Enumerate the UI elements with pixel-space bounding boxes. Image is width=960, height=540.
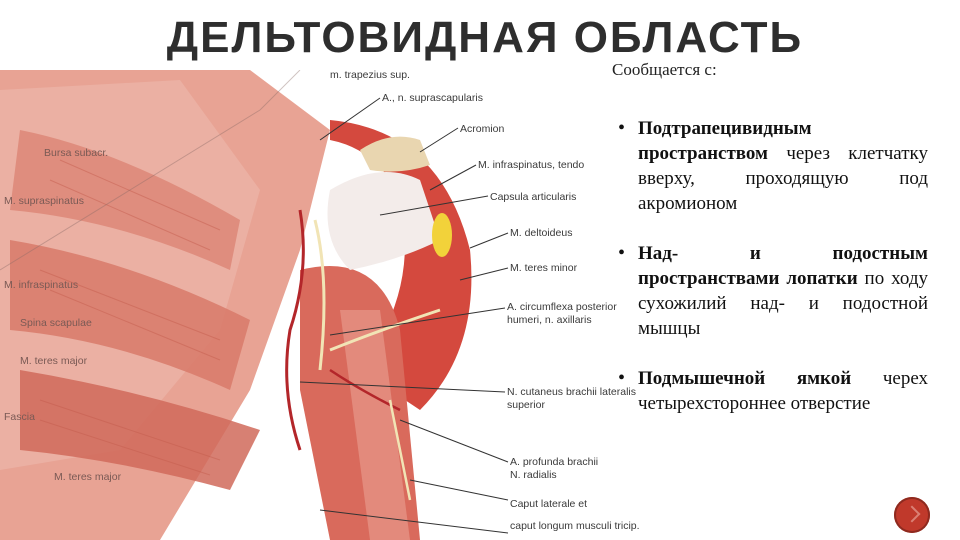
label-left-4: Spina scapulae bbox=[20, 317, 92, 329]
artery bbox=[285, 209, 305, 451]
label-capsula: Capsula articularis bbox=[490, 191, 576, 203]
subtitle: Сообщается с: bbox=[612, 60, 717, 79]
label-left-1: Bursa subacr. bbox=[44, 147, 108, 159]
bullet-lead: Подтрапецивидным пространством bbox=[638, 118, 812, 164]
label-left-5: M. teres major bbox=[20, 355, 88, 367]
label-circumflexa: A. circumflexa posterior bbox=[507, 301, 617, 313]
label-radialis: N. radialis bbox=[510, 469, 557, 481]
label-superior: superior bbox=[507, 399, 545, 411]
label-caput-longum: caput longum musculi tricip. bbox=[510, 520, 640, 532]
fat-pad bbox=[432, 213, 452, 257]
infraspinatus-muscle bbox=[10, 240, 250, 390]
label-left-3: M. infraspinatus bbox=[4, 279, 78, 291]
bullet-lead: Над- и подостным пространствами лопатки bbox=[638, 243, 928, 289]
bullet-list: Подтрапецивидным пространством через кле… bbox=[618, 116, 928, 441]
bullet-rest: по ходу сухожилий над- и подостной мышцы bbox=[638, 268, 928, 339]
label-infraspinatus-tendo: M. infraspinatus, tendo bbox=[478, 159, 584, 171]
label-humeri: humeri, n. axillaris bbox=[507, 314, 592, 326]
label-left-7: M. teres major bbox=[54, 471, 122, 483]
label-top-cut: m. trapezius sup. bbox=[330, 70, 410, 81]
label-left-2: M. supraspinatus bbox=[4, 195, 84, 207]
label-suprascapularis: A., n. suprascapularis bbox=[382, 92, 483, 104]
label-caput-laterale: Caput laterale et bbox=[510, 498, 587, 510]
label-acromion: Acromion bbox=[460, 123, 505, 135]
nerve bbox=[313, 219, 326, 371]
label-cutaneus: N. cutaneus brachii lateralis bbox=[507, 386, 636, 398]
anatomy-illustration: m. trapezius sup. A., n. suprascapularis… bbox=[0, 70, 640, 540]
slide-title: ДЕЛЬТОВИДНАЯ ОБЛАСТЬ bbox=[166, 13, 804, 62]
bullet-lead: Подмышечной ямкой bbox=[638, 368, 852, 389]
label-left-6: Fascia bbox=[4, 411, 35, 423]
bullet-item: Подмышечной ямкой черех четырехстороннее… bbox=[618, 366, 928, 416]
next-slide-button[interactable] bbox=[894, 497, 930, 533]
deltoid-muscle bbox=[330, 120, 472, 410]
deltoid-region-drawing: m. trapezius sup. A., n. suprascapularis… bbox=[0, 70, 640, 540]
bullet-item: Над- и подостным пространствами лопатки … bbox=[618, 241, 928, 341]
bullet-rest: через клетчатку вверху, проходящую под а… bbox=[638, 143, 928, 214]
label-teres-minor: M. teres minor bbox=[510, 262, 578, 274]
teres-major-muscle bbox=[20, 370, 260, 490]
label-profunda: A. profunda brachii bbox=[510, 456, 598, 468]
acromion-bone bbox=[360, 136, 430, 172]
bullet-item: Подтрапецивидным пространством через кле… bbox=[618, 116, 928, 216]
bullet-rest: черех четырехстороннее отверстие bbox=[638, 368, 928, 414]
supraspinatus-muscle bbox=[10, 130, 240, 270]
label-deltoideus: M. deltoideus bbox=[510, 227, 572, 239]
joint-capsule bbox=[327, 172, 440, 270]
